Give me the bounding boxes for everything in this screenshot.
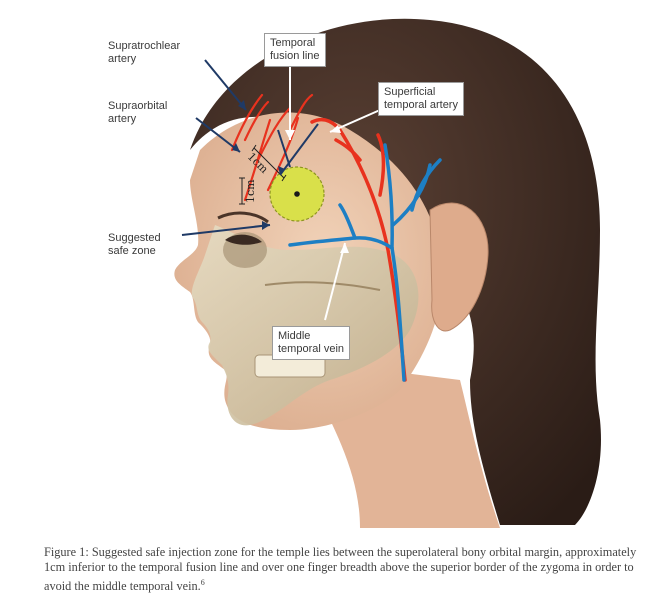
skull-overlay	[191, 225, 419, 426]
dimension-bracket-vertical	[239, 177, 245, 205]
label-superficial-temporal-artery: Superficial temporal artery	[378, 82, 464, 116]
supratrochlear-artery	[230, 93, 270, 152]
hair	[190, 18, 601, 526]
caption-text: Figure 1: Suggested safe injection zone …	[44, 545, 637, 594]
eye	[225, 234, 262, 245]
dimension-label-vertical: 1cm	[244, 179, 257, 203]
arrowheads	[232, 100, 349, 253]
label-supratrochlear-artery: Supratrochlear artery	[108, 40, 181, 65]
caption-reference: 6	[200, 578, 205, 587]
label-middle-temporal-vein: Middle temporal vein	[272, 326, 351, 360]
middle-temporal-vein	[288, 143, 442, 382]
figure-caption: Figure 1: Suggested safe injection zone …	[44, 545, 654, 594]
zygomatic-arch	[264, 281, 381, 291]
head-illustration	[174, 18, 601, 528]
leader-lines	[181, 59, 319, 236]
dimension-bracket-horizontal	[251, 144, 287, 182]
injection-point	[294, 191, 300, 197]
label-suggested-safe-zone: Suggested safe zone	[108, 232, 161, 257]
ear	[429, 202, 489, 332]
eyebrow	[217, 211, 269, 224]
label-supraorbital-artery: Supraorbital artery	[108, 100, 168, 125]
label-temporal-fusion-line: Temporal fusion line	[264, 33, 326, 67]
anatomy-figure: Supratrochlear artery Supraorbital arter…	[108, 18, 601, 528]
